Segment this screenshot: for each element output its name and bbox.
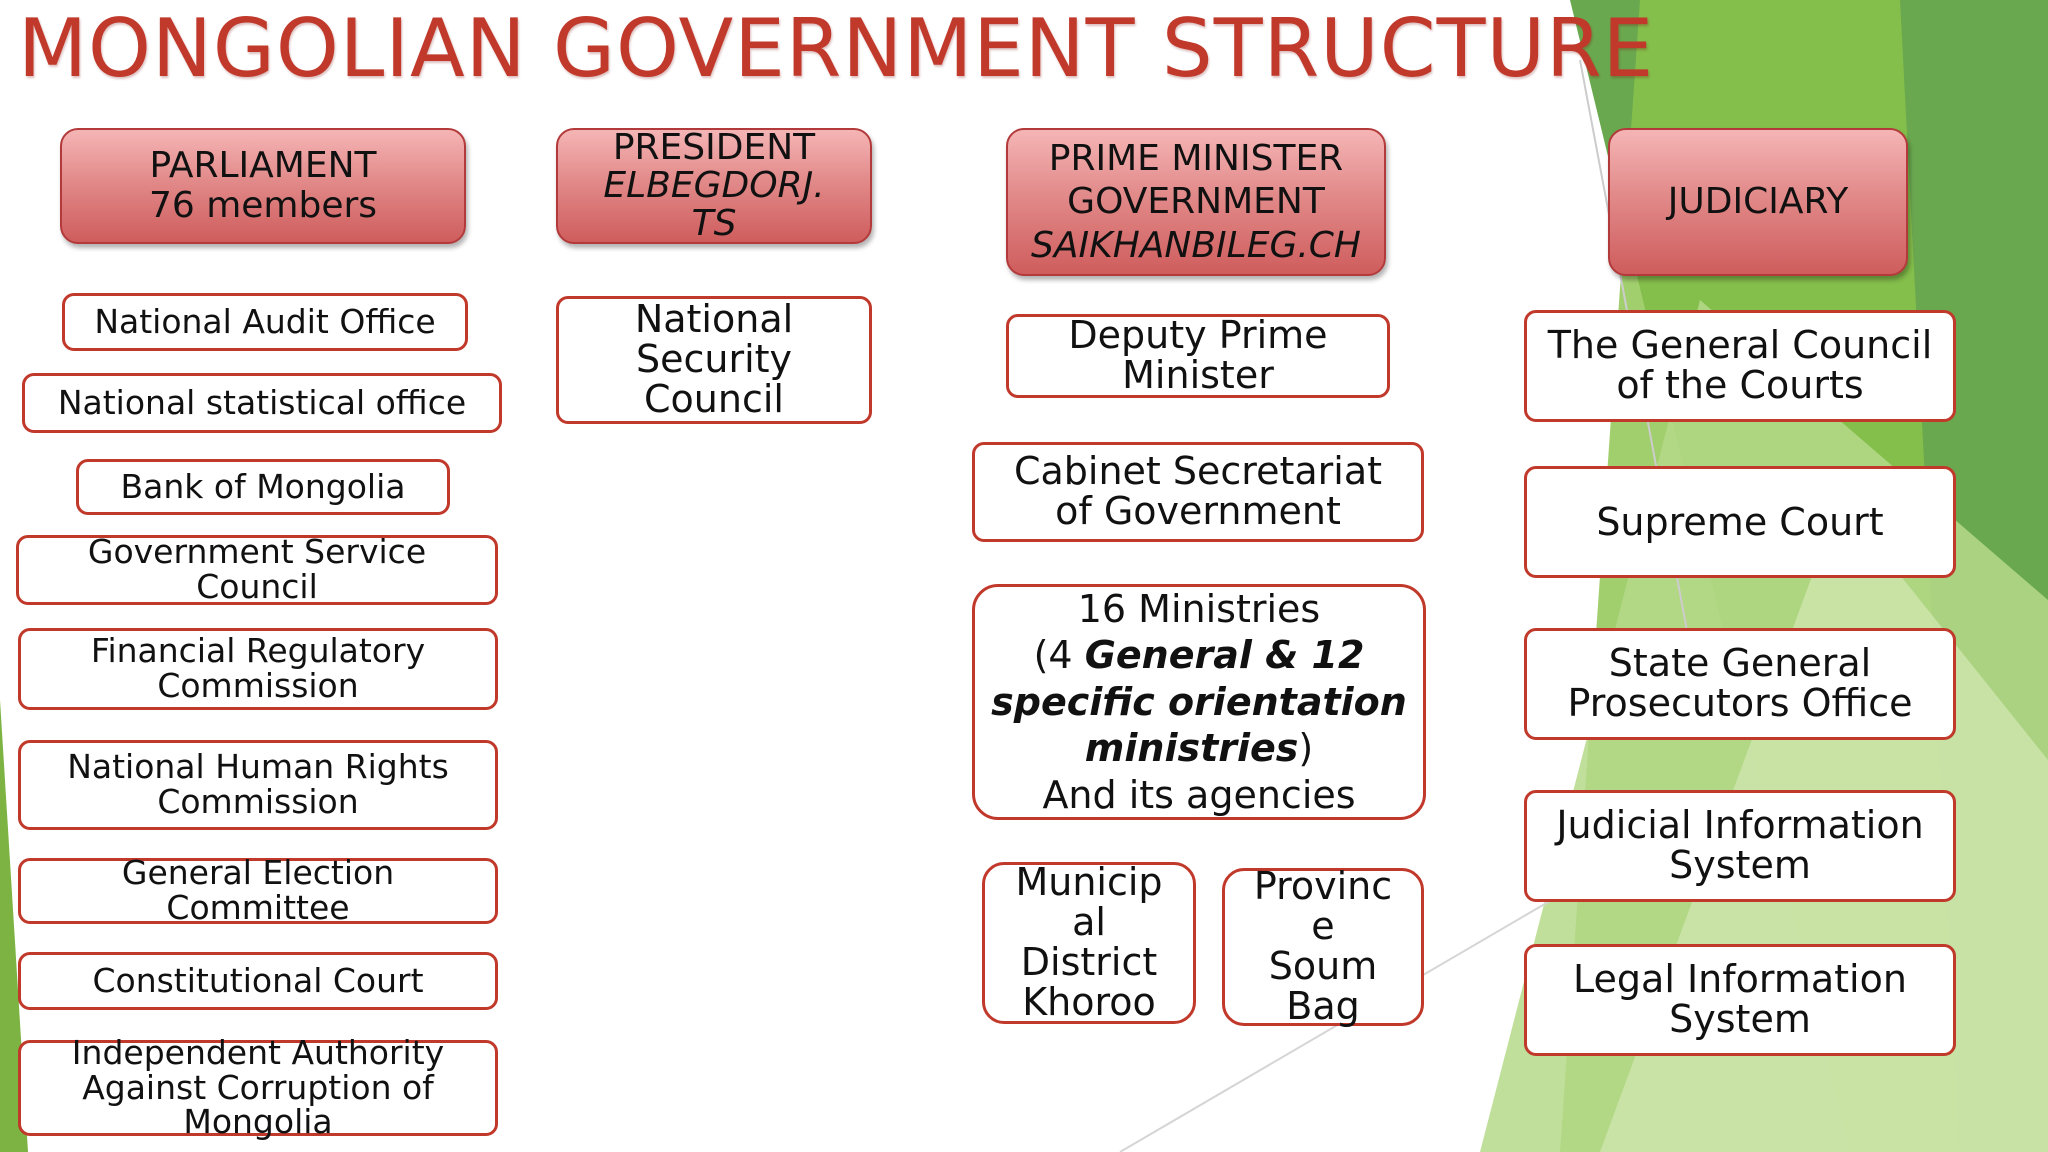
judiciary-item-general-council-of-courts: The General Council of the Courts <box>1524 310 1956 422</box>
judiciary-item-judicial-information-system: Judicial Information System <box>1524 790 1956 902</box>
judiciary-item-supreme-court: Supreme Court <box>1524 466 1956 578</box>
pm-item-ministries: 16 Ministries (4 General & 12 specific o… <box>972 584 1426 820</box>
green-shape-left <box>0 700 28 1152</box>
parliament-item-government-service-council: Government Service Council <box>16 535 498 605</box>
ministries-word: ministries <box>1084 726 1299 771</box>
parliament-item-anti-corruption-authority: Independent Authority Against Corruption… <box>18 1035 498 1139</box>
prime-minister-header-name: SAIKHANBILEG.CH <box>1031 224 1361 266</box>
pm-item-deputy-prime-minister: Deputy Prime Minister <box>1006 314 1390 398</box>
prime-minister-header: PRIME MINISTER GOVERNMENT SAIKHANBILEG.C… <box>1006 128 1386 276</box>
president-item-national-security-council: National Security Council <box>556 296 872 424</box>
page-title: MONGOLIAN GOVERNMENT STRUCTURE <box>18 2 1655 95</box>
president-header: PRESIDENT ELBEGDORJ. TS <box>556 128 872 244</box>
president-header-title: PRESIDENT <box>612 127 816 169</box>
parliament-header: PARLIAMENT 76 members <box>60 128 466 244</box>
pm-item-cabinet-secretariat: Cabinet Secretariat of Government <box>972 442 1424 542</box>
parliament-item-audit-office: National Audit Office <box>62 293 468 351</box>
ministries-ministries-line: ministries) <box>1085 725 1313 771</box>
parliament-item-statistical-office: National statistical office <box>22 373 502 433</box>
ministries-general-specific: General & 12 <box>1084 633 1365 678</box>
president-header-name: ELBEGDORJ. <box>603 165 825 207</box>
parliament-item-financial-regulatory-commission: Financial Regulatory Commission <box>18 628 498 710</box>
pm-item-municipal-district-khoroo: Municip al District Khoroo <box>982 862 1196 1024</box>
judiciary-item-legal-information-system: Legal Information System <box>1524 944 1956 1056</box>
prime-minister-header-title: PRIME MINISTER <box>1048 138 1344 180</box>
pm-item-province-soum-bag: Provinc e Soum Bag <box>1222 866 1424 1026</box>
ministries-agencies: And its agencies <box>1042 772 1356 817</box>
parliament-item-general-election-committee: General Election Committee <box>18 856 498 925</box>
ministries-specific-orientation: specific orientation <box>991 679 1407 724</box>
parliament-header-title: PARLIAMENT <box>149 144 377 186</box>
president-header-name-initials: TS <box>691 202 737 244</box>
parliament-header-members: 76 members <box>148 185 378 226</box>
parliament-item-human-rights-commission: National Human Rights Commission <box>18 740 498 830</box>
parliament-item-bank-of-mongolia: Bank of Mongolia <box>76 459 450 515</box>
ministries-count: 16 Ministries <box>1077 587 1321 632</box>
ministries-close-paren: ) <box>1298 726 1314 771</box>
judiciary-item-state-general-prosecutors-office: State General Prosecutors Office <box>1524 628 1956 740</box>
ministries-breakdown: (4 General & 12 <box>1034 632 1365 678</box>
parliament-item-constitutional-court: Constitutional Court <box>18 952 498 1010</box>
prime-minister-header-government: GOVERNMENT <box>1067 181 1325 223</box>
judiciary-header: JUDICIARY <box>1608 128 1908 276</box>
ministries-open-paren: (4 <box>1033 633 1085 678</box>
